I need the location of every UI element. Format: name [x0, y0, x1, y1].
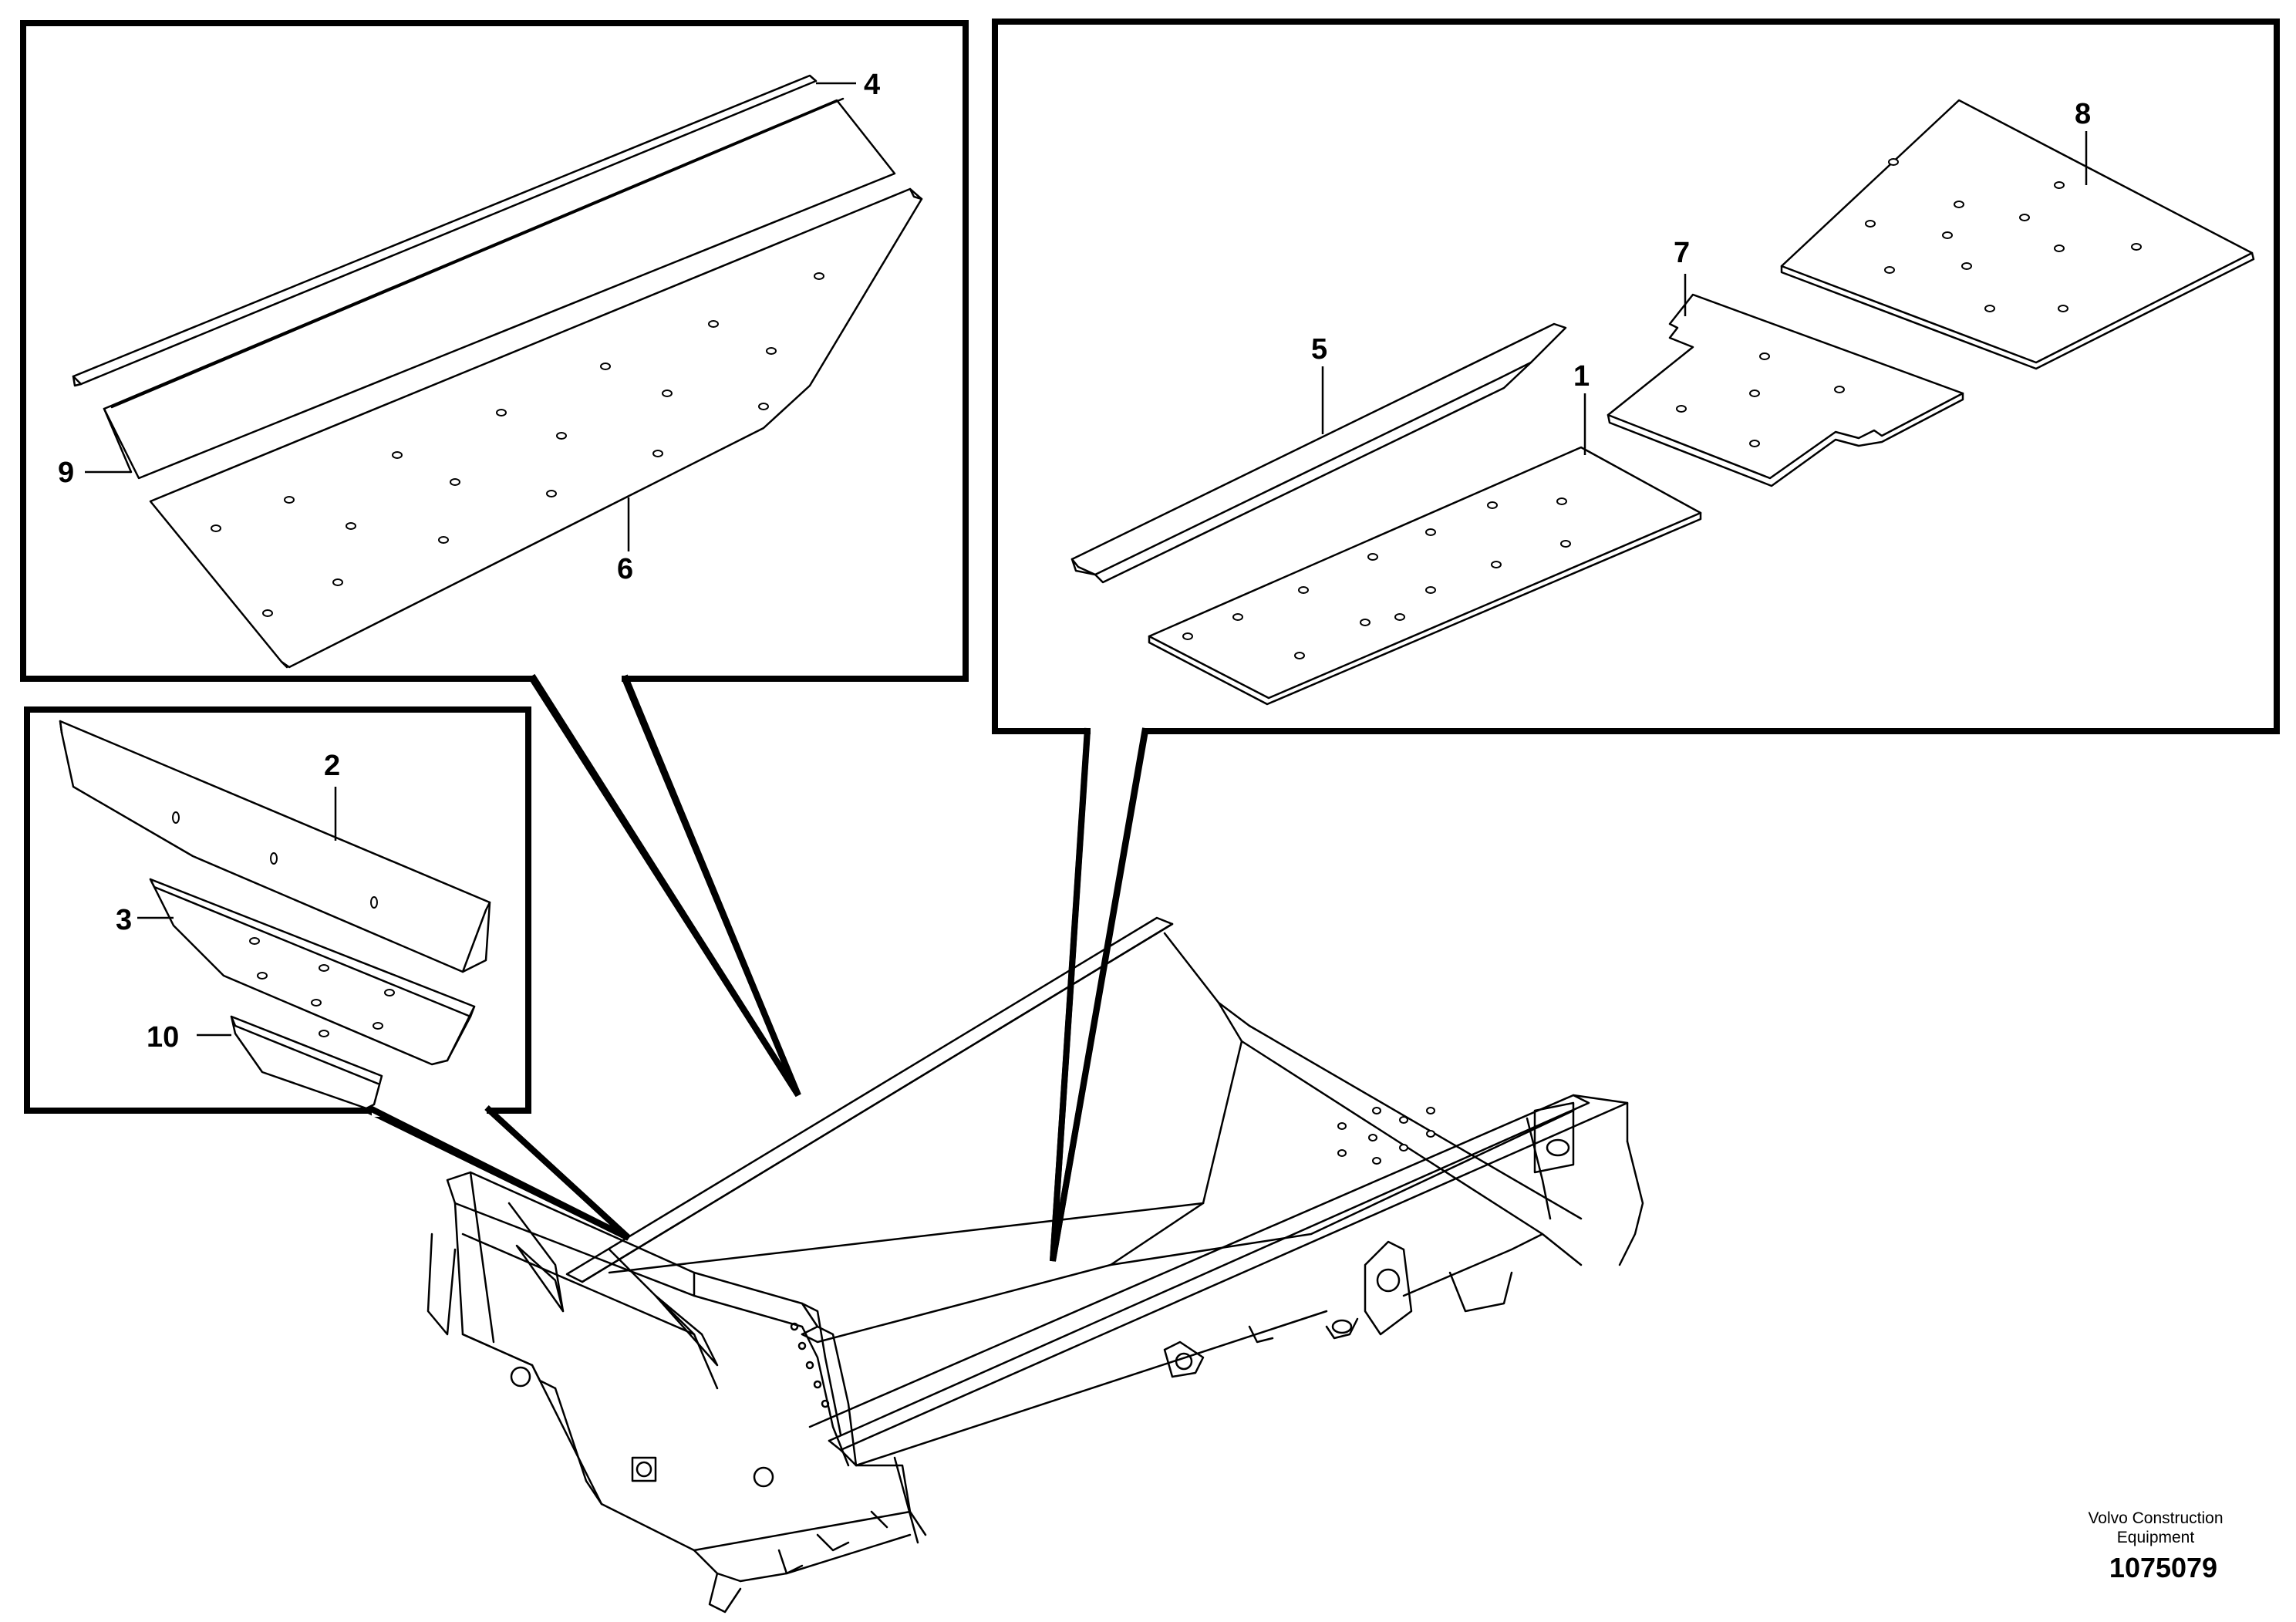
brand-line-2: Equipment [2117, 1529, 2195, 1546]
part-4-strip [72, 74, 818, 387]
detail-box-side-wear-plates [20, 20, 969, 1098]
part-3-plate [149, 878, 476, 1066]
dump-body-drawing [426, 916, 1644, 1614]
callout-4: 4 [864, 69, 880, 101]
callout-5: 5 [1311, 333, 1327, 366]
callout-8: 8 [2075, 98, 2091, 130]
detail-box-tailgate-plates [24, 706, 631, 1241]
part-7-plate [1607, 293, 1964, 487]
drawing-number: 1075079 [2109, 1552, 2217, 1583]
callout-7: 7 [1674, 237, 1690, 269]
detail-box-floor-plates [992, 19, 2280, 1262]
part-10-plate [230, 1015, 383, 1110]
part-1-plate [1148, 446, 1702, 706]
callout-2: 2 [324, 750, 340, 782]
brand-line-1: Volvo Construction [2088, 1509, 2223, 1527]
part-6-plate [149, 187, 923, 669]
part-8-plate [1780, 99, 2255, 370]
part-2-plate [59, 720, 491, 973]
callout-1: 1 [1573, 360, 1590, 393]
callout-6: 6 [617, 553, 633, 585]
callout-3: 3 [116, 904, 132, 936]
part-5-angle [1070, 322, 1567, 584]
callout-10: 10 [147, 1021, 179, 1054]
callout-9: 9 [58, 457, 74, 489]
part-9-angle [103, 97, 896, 480]
